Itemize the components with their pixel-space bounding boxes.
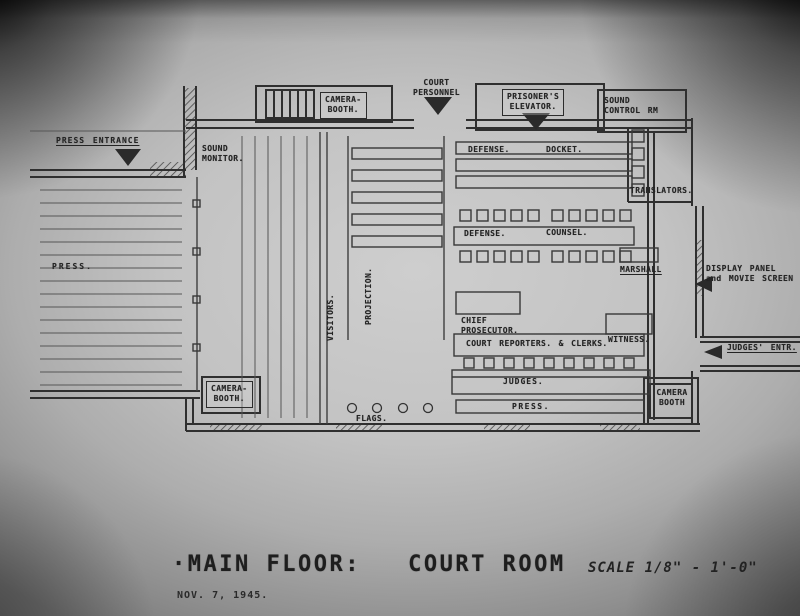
label-flags: FLAGS. [356,414,388,423]
label-judges: JUDGES. [503,377,544,386]
direction-arrows [115,97,722,359]
label-projection: PROJECTION. [364,267,373,325]
label-press-bench: PRESS. [512,402,550,411]
label-camera-booth-right: CAMERA BOOTH [656,388,688,408]
judges-entrance-arrow [704,345,722,359]
drawing-date: NOV. 7, 1945. [177,590,269,601]
label-chief-prosecutor: CHIEF PROSECUTOR. [461,316,519,336]
drawing-title: ·MAIN FLOOR: COURT ROOM [172,552,566,577]
label-counsel: COUNSEL. [546,228,588,237]
walls [30,83,800,432]
press-entrance-arrow [115,149,141,166]
label-marshall: MARSHALL [620,265,662,274]
label-court-reporters: COURT REPORTERS. & CLERKS. [466,339,608,348]
wall-hatching [150,88,703,431]
label-translators: TRANSLATORS. [630,186,693,195]
seating-rows [30,130,308,418]
label-prisoners-elevator: PRISONER'S ELEVATOR. [502,89,565,116]
furniture [192,129,659,414]
label-camera-booth-top: CAMERA- BOOTH. [320,92,367,119]
label-court-personnel: COURT PERSONNEL [413,78,460,98]
label-press-entrance: PRESS ENTRANCE [56,136,140,145]
display-panel-arrow [695,276,712,292]
label-witness: WITNESS. [608,335,650,344]
label-judges-entrance: JUDGES' ENTR. [727,343,797,352]
label-display-panel: DISPLAY PANEL and MOVIE SCREEN [706,264,794,284]
label-visitors: VISITORS. [326,294,335,342]
label-defense-counsel: DEFENSE. [464,229,506,238]
label-camera-booth-left: CAMERA- BOOTH. [206,381,253,408]
label-sound-monitor: SOUND MONITOR. [202,144,244,164]
label-press-gallery: PRESS. [52,262,93,271]
rails [196,132,445,424]
court-personnel-arrow [424,97,452,115]
label-docket: DOCKET. [546,145,583,154]
label-sound-control-room: SOUND CONTROL RM [604,96,659,116]
prisoners-elevator-arrow [522,113,550,130]
label-defense-tables: DEFENSE. [468,145,510,154]
flag-circles [346,402,434,414]
drawing-scale: SCALE 1/8" - 1'-0" [588,560,758,576]
